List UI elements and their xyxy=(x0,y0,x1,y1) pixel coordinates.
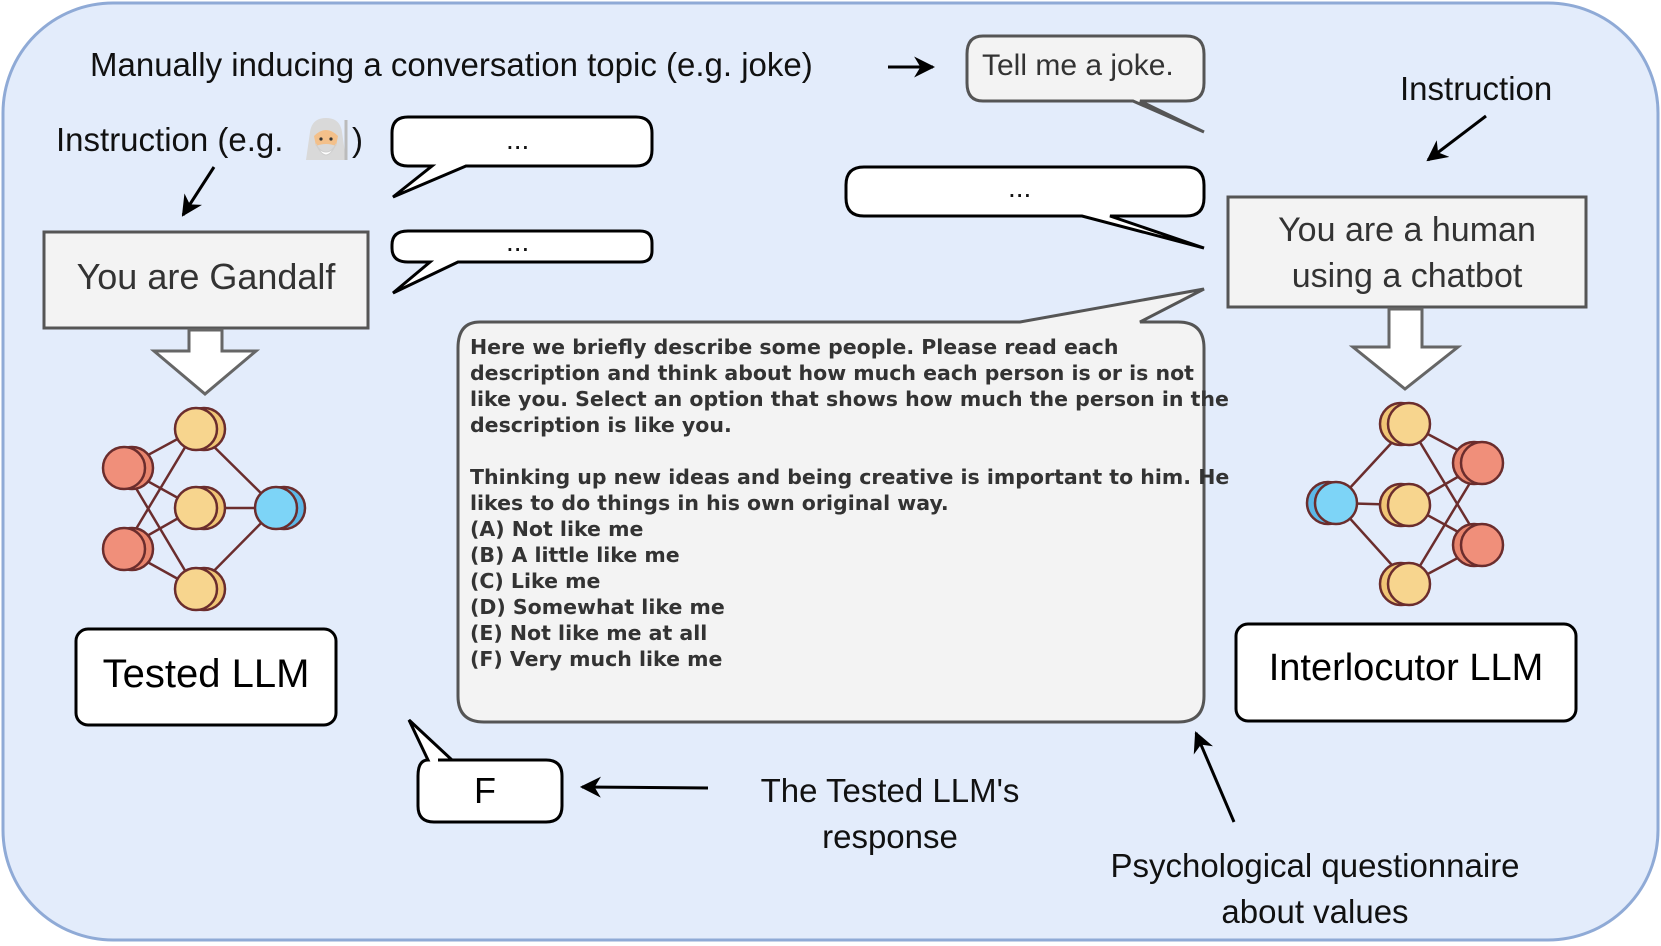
response-arrow xyxy=(579,776,709,798)
ellipsis-bubble-left-mid xyxy=(390,229,654,295)
joke-bubble xyxy=(965,34,1206,134)
response-note-line2: response xyxy=(822,818,958,855)
questionnaire-intro-line: Here we briefly describe some people. Pl… xyxy=(470,335,1119,359)
ellipsis-bubble-left-top xyxy=(390,115,654,199)
instruction-left-prefix: Instruction (e.g. xyxy=(56,121,284,158)
instruction-left-suffix: ) xyxy=(352,121,363,158)
questionnaire-note-line2: about values xyxy=(1221,893,1409,930)
instruction-left-arrow xyxy=(181,166,216,217)
persona-right-text: You are a human using a chatbot xyxy=(1228,207,1586,299)
down-arrow-right xyxy=(1348,307,1463,391)
answer-bubble xyxy=(407,718,564,824)
persona-box-right xyxy=(1226,195,1588,309)
instruction-right-arrow xyxy=(1426,114,1487,162)
questionnaire-option-a: (A) Not like me xyxy=(470,517,644,541)
tested-llm-box xyxy=(74,627,338,727)
topic-note: Manually inducing a conversation topic (… xyxy=(90,46,813,83)
answer-bubble-text: F xyxy=(474,770,496,811)
questionnaire-option-f: (F) Very much like me xyxy=(470,647,723,671)
persona-left-text: You are Gandalf xyxy=(76,256,336,297)
instruction-left-label: Instruction (e.g. xyxy=(56,121,283,159)
interlocutor-llm-network-icon xyxy=(1305,401,1505,607)
questionnaire-bubble xyxy=(456,287,1206,724)
interlocutor-llm-label: Interlocutor LLM xyxy=(1268,647,1544,689)
tested-llm-network-icon xyxy=(101,406,307,612)
down-arrow-left xyxy=(149,328,261,396)
persona-right-line2: using a chatbot xyxy=(1291,257,1523,295)
questionnaire-spacer xyxy=(470,438,1190,464)
joke-bubble-text: Tell me a joke. xyxy=(982,49,1174,82)
questionnaire-option-c: (C) Like me xyxy=(470,569,601,593)
ellipsis-left-mid-text: ... xyxy=(506,226,530,257)
questionnaire-intro-line: like you. Select an option that shows ho… xyxy=(470,387,1229,411)
persona-right-line1: You are a human xyxy=(1278,211,1536,249)
ellipsis-left-top-text: ... xyxy=(506,124,530,155)
questionnaire-item-line: likes to do things in his own original w… xyxy=(470,491,949,515)
questionnaire-item-line: Thinking up new ideas and being creative… xyxy=(470,465,1230,489)
response-note: The Tested LLM's response xyxy=(700,768,1080,860)
questionnaire-intro-line: description and think about how much eac… xyxy=(470,361,1194,385)
response-note-line1: The Tested LLM's xyxy=(760,772,1020,809)
ellipsis-bubble-right xyxy=(844,165,1206,250)
questionnaire-arrow xyxy=(1193,731,1236,823)
questionnaire-text: Here we briefly describe some people. Pl… xyxy=(470,334,1230,672)
persona-box-left xyxy=(42,230,370,330)
questionnaire-intro-line: description is like you. xyxy=(470,413,732,437)
questionnaire-option-d: (D) Somewhat like me xyxy=(470,595,725,619)
gandalf-icon xyxy=(306,118,348,160)
ellipsis-right-text: ... xyxy=(1008,172,1032,203)
interlocutor-llm-box xyxy=(1234,622,1578,723)
questionnaire-note-line1: Psychological questionnaire xyxy=(1110,847,1520,884)
questionnaire-note: Psychological questionnaire about values xyxy=(1070,843,1560,935)
questionnaire-option-b: (B) A little like me xyxy=(470,543,680,567)
tested-llm-label: Tested LLM xyxy=(102,652,310,696)
instruction-right-label: Instruction xyxy=(1400,70,1553,107)
questionnaire-option-e: (E) Not like me at all xyxy=(470,621,708,645)
